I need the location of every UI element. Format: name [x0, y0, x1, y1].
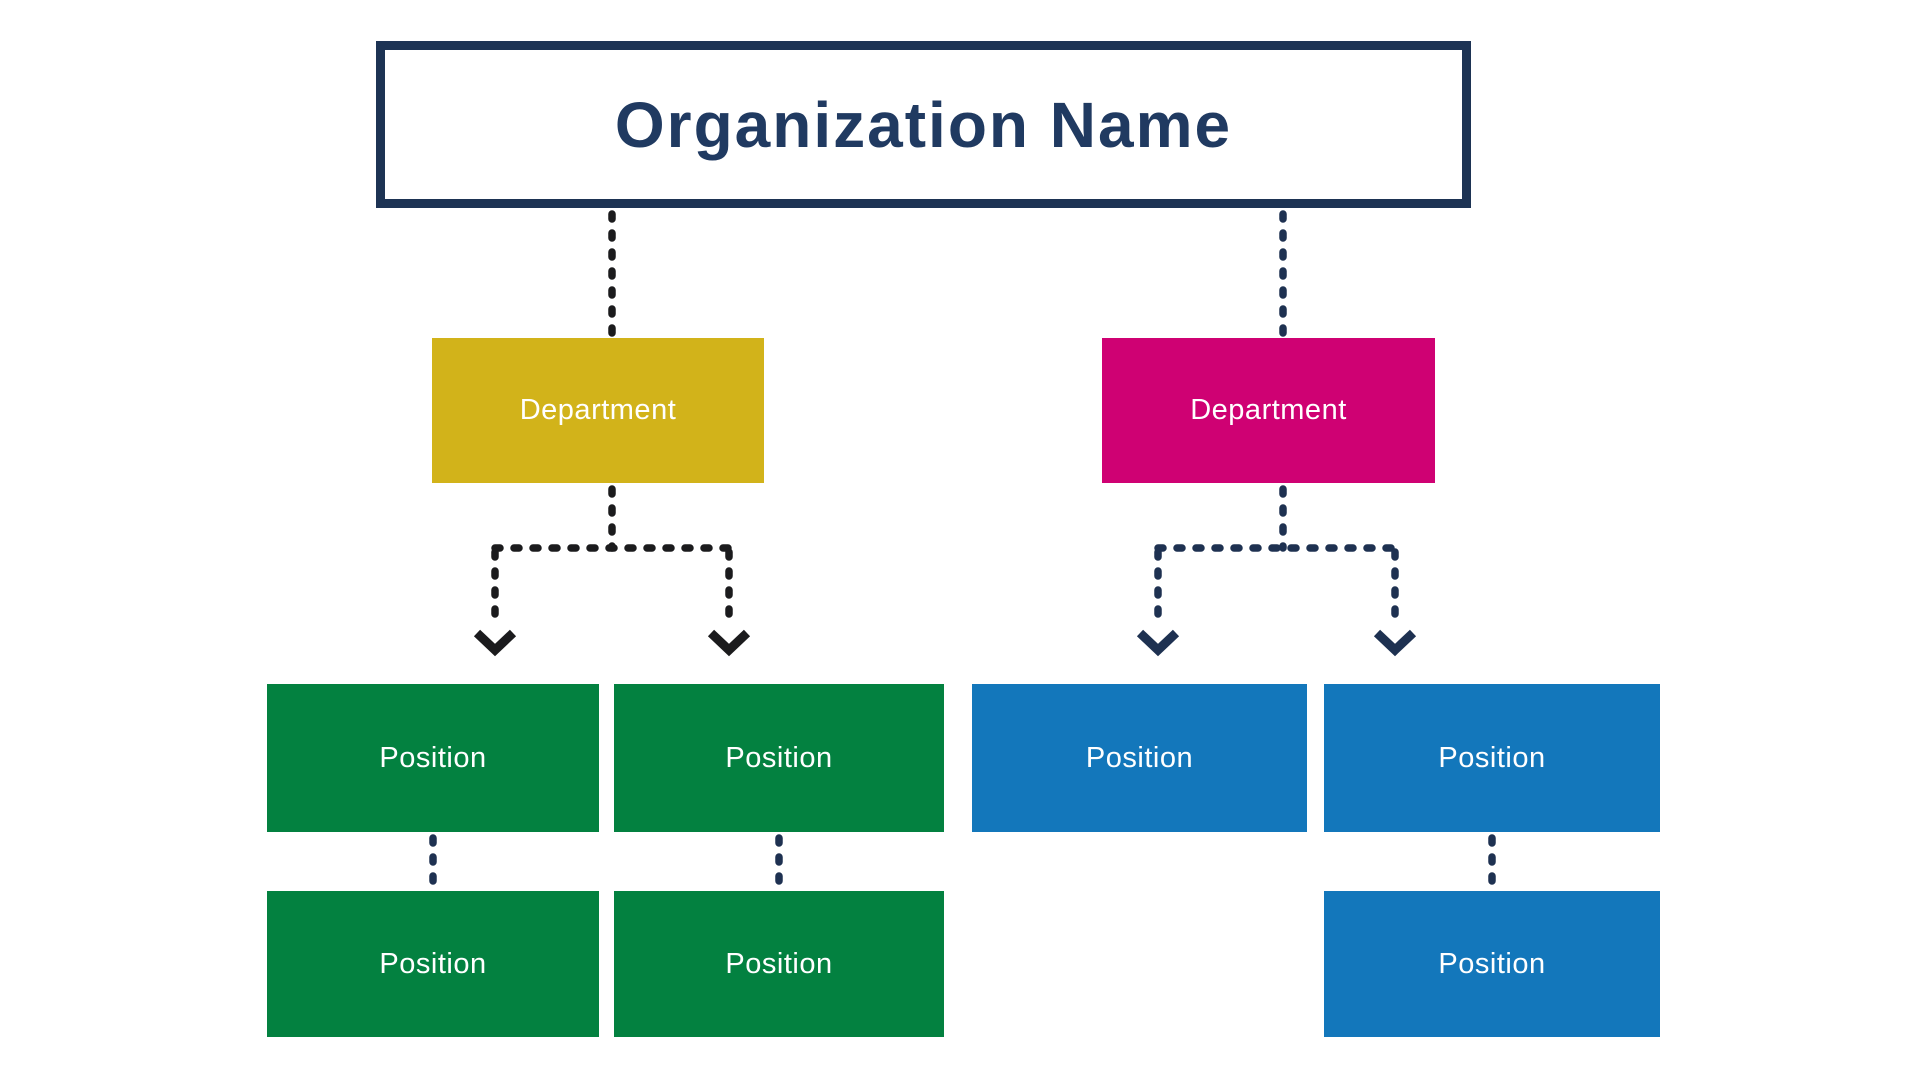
- position-right-2-sub-node[interactable]: Position: [1324, 891, 1660, 1037]
- position-label: Position: [379, 741, 487, 774]
- position-left-2-node[interactable]: Position: [614, 684, 944, 832]
- arrow-down-icon: [1136, 629, 1180, 657]
- position-right-1-node[interactable]: Position: [972, 684, 1307, 832]
- org-name-label: Organization Name: [614, 88, 1233, 161]
- left-branch-arrowheads: [473, 629, 751, 657]
- position-left-1-sub-node[interactable]: Position: [267, 891, 599, 1037]
- position-label: Position: [725, 947, 833, 980]
- department-right-label: Department: [1190, 394, 1347, 426]
- department-left-node[interactable]: Department: [432, 338, 764, 483]
- org-name-node[interactable]: Organization Name: [376, 41, 1471, 208]
- department-left-label: Department: [519, 394, 677, 426]
- department-right-node[interactable]: Department: [1102, 338, 1435, 483]
- position-left-2-sub-node[interactable]: Position: [614, 891, 944, 1037]
- position-label: Position: [1085, 741, 1194, 774]
- position-label: Position: [725, 741, 833, 774]
- right-branch-arrowheads: [1136, 629, 1417, 657]
- position-label: Position: [1438, 741, 1546, 774]
- arrow-down-icon: [473, 629, 517, 657]
- position-label: Position: [379, 947, 487, 980]
- arrow-down-icon: [1373, 629, 1417, 657]
- position-right-2-node[interactable]: Position: [1324, 684, 1660, 832]
- position-left-1-node[interactable]: Position: [267, 684, 599, 832]
- arrow-down-icon: [707, 629, 751, 657]
- position-label: Position: [1438, 947, 1546, 980]
